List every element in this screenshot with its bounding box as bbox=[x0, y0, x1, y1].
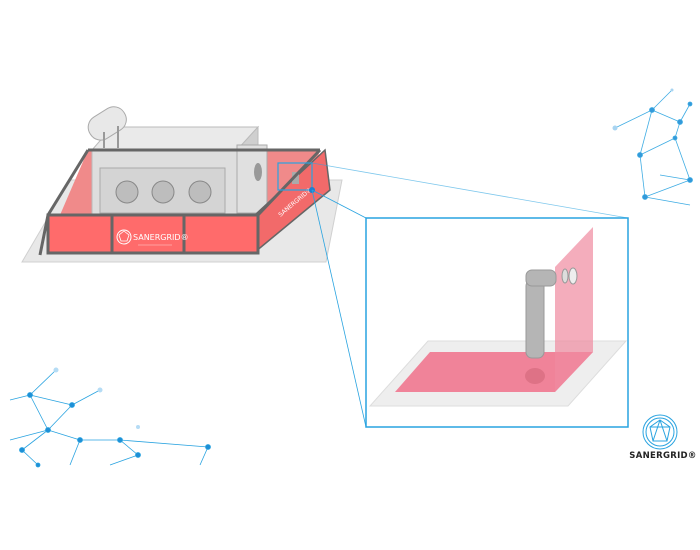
containment-unit: SANERGRID® SANERGRID® bbox=[21, 106, 343, 263]
detail-inset bbox=[365, 217, 629, 428]
network-decoration-top-right bbox=[612, 88, 693, 206]
brand-name: SANERGRID® bbox=[629, 451, 697, 461]
zoom-highlight-box bbox=[277, 162, 313, 191]
network-decoration-bottom-left bbox=[9, 367, 211, 468]
svg-text:SANERGRID®: SANERGRID® bbox=[133, 233, 189, 242]
panel-logo: SANERGRID® bbox=[116, 229, 189, 246]
brand-logo-icon bbox=[642, 414, 678, 450]
